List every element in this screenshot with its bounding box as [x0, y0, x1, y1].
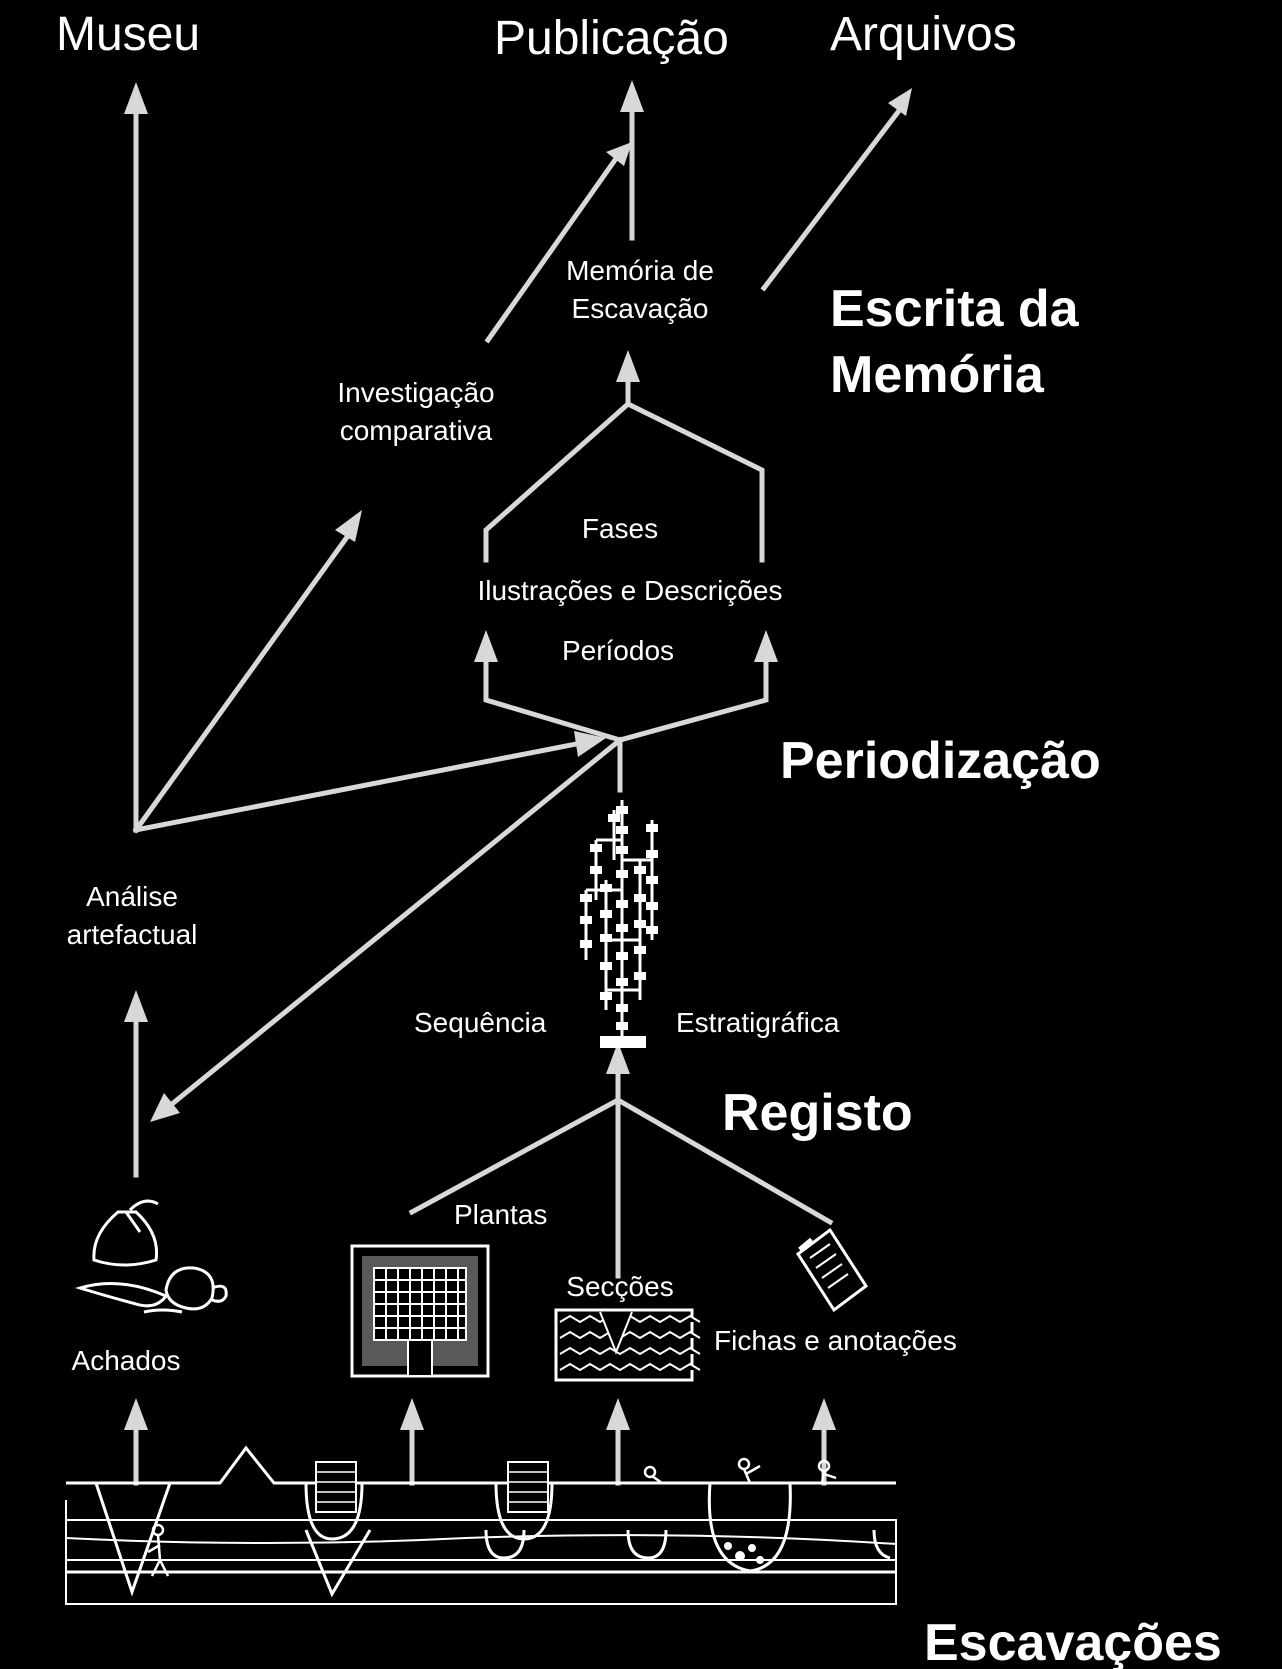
node-seccoes: Secções — [566, 1271, 673, 1302]
plan-drawing-icon — [350, 1244, 490, 1378]
node-fichas: Fichas e anotações — [714, 1325, 957, 1356]
destination-publicacao: Publicação — [494, 12, 729, 65]
section-drawing-icon — [554, 1308, 701, 1382]
arrow-junction-to-achados — [168, 736, 624, 1108]
arrowhead-publicacao-diag — [606, 142, 632, 166]
harris-matrix-icon — [580, 800, 658, 1048]
node-sequencia: Sequência — [414, 1007, 547, 1038]
arrow-junction-left-branch — [483, 657, 624, 744]
arrowhead-museu — [124, 82, 148, 114]
excavation-section-icon — [65, 1445, 897, 1605]
arrow-to-investigacao — [132, 529, 354, 834]
node-periodos: Períodos — [562, 635, 674, 666]
arrowhead-periodos-left — [474, 630, 498, 662]
arrowhead-sequencia — [606, 1042, 630, 1074]
arrowhead-memoria — [616, 350, 640, 382]
arrowhead-up-achados — [124, 1398, 148, 1430]
stage-escrita-line1: Escrita da — [830, 280, 1080, 338]
arrowhead-up-plantas — [400, 1398, 424, 1430]
arrowhead-up-seccoes — [606, 1398, 630, 1430]
labels: Museu Publicação Arquivos Memória de Esc… — [56, 8, 1222, 1669]
arrow-investigacao-to-publicacao — [484, 156, 619, 344]
arrowhead-achados — [150, 1093, 180, 1122]
arrowhead-periodos-right — [754, 630, 778, 662]
notebook-icon — [795, 1227, 869, 1313]
destination-arquivos: Arquivos — [830, 8, 1017, 61]
node-fases: Fases — [582, 513, 658, 544]
arrowhead-junction-left — [574, 731, 606, 757]
registo-right-branch — [614, 1096, 834, 1226]
stage-registo: Registo — [722, 1084, 913, 1142]
registo-left-branch — [408, 1096, 622, 1216]
node-plantas: Plantas — [454, 1199, 547, 1230]
finds-icon — [74, 1199, 228, 1314]
stage-periodizacao: Periodização — [780, 732, 1101, 790]
arrowhead-arquivos — [888, 88, 912, 116]
node-achados: Achados — [72, 1345, 181, 1376]
destination-museu: Museu — [56, 8, 200, 61]
arrowhead-analise — [124, 990, 148, 1022]
arrow-junction-right-branch — [616, 657, 769, 744]
arrows — [124, 80, 912, 1486]
arrow-memoria-to-arquivos — [760, 108, 902, 292]
arrowhead-up-fichas — [812, 1398, 836, 1430]
node-ilustracoes: Ilustrações e Descrições — [477, 575, 782, 606]
node-analise-line1: Análise — [86, 881, 178, 912]
node-memoria-line1: Memória de — [566, 255, 714, 286]
stage-escrita-line2: Memória — [830, 346, 1045, 404]
arrow-hub-to-junction — [133, 741, 579, 833]
node-investigacao-line1: Investigação — [337, 377, 494, 408]
node-memoria-line2: Escavação — [572, 293, 709, 324]
node-investigacao-line2: comparativa — [340, 415, 493, 446]
node-estratigrafica: Estratigráfica — [676, 1007, 840, 1038]
arrowhead-publicacao — [620, 80, 644, 112]
arrowhead-investigacao — [335, 510, 362, 542]
node-analise-line2: artefactual — [67, 919, 198, 950]
stage-escavacoes: Escavações — [924, 1614, 1222, 1669]
